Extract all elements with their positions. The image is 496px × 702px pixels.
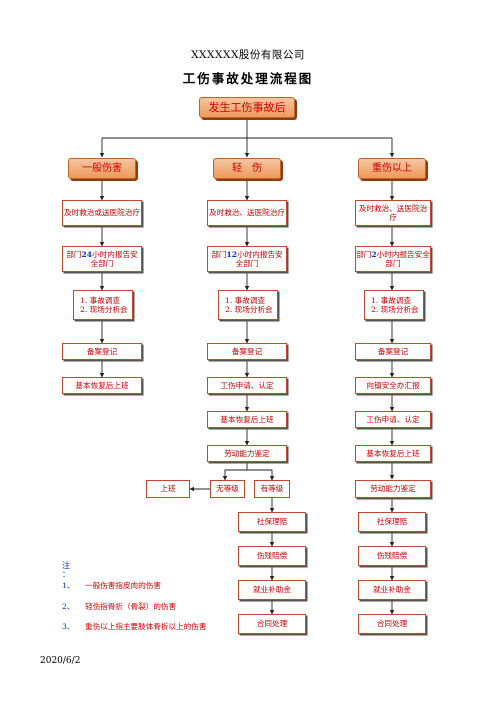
document-date: 2020/6/2	[40, 656, 81, 666]
category-serious-injury: 重伤以上	[358, 158, 426, 179]
col2-return-work-box: 基本恢复后上班	[207, 411, 287, 428]
category-minor-injury: 轻 伤	[213, 158, 281, 179]
col1-treatment-box: 及时救治或送医院治疗	[62, 200, 142, 226]
col2-employment-subsidy-box: 就业补助金	[238, 580, 306, 600]
col1-report-box: 部门24小时内报告安全部门	[62, 246, 142, 272]
col3-report-box: 部门2小时内报告安全部门	[355, 246, 431, 272]
col3-disability-compensation-box: 伤残赔偿	[358, 546, 426, 566]
category-general-injury: 一般伤害	[68, 158, 136, 179]
col2-graded-box: 有等级	[254, 480, 290, 498]
col3-treatment-box: 及时救治、送医院治疗	[355, 200, 431, 226]
col2-treatment-box: 及时救治、送医院治疗	[207, 200, 287, 226]
notes-title: 注：	[62, 561, 70, 579]
col1-record-box: 备案登记	[62, 343, 142, 360]
col1-return-work-box: 基本恢复后上班	[62, 377, 142, 394]
col2-record-box: 备案登记	[207, 343, 287, 360]
col2-ability-assessment-box: 劳动能力鉴定	[207, 445, 287, 462]
accident-start-node: 发生工伤事故后	[199, 97, 295, 118]
note-item-3: 3、重伤以上指主要肢体骨折以上的伤害	[62, 622, 207, 631]
col3-employment-subsidy-box: 就业补助金	[358, 580, 426, 600]
col3-town-report-box: 向镇安全办汇报	[355, 377, 431, 394]
col3-social-insurance-box: 社保理赔	[358, 512, 426, 532]
col2-social-insurance-box: 社保理赔	[238, 512, 306, 532]
note-item-1: 1、一般伤害指皮肉的伤害	[62, 581, 161, 590]
col2-back-to-work-box: 上班	[146, 480, 190, 498]
col2-report-box: 部门12小时内报告安全部门	[207, 246, 287, 272]
col3-return-work-box: 基本恢复后上班	[355, 445, 431, 462]
page-title: 工伤事故处理流程图	[182, 71, 314, 86]
col3-ability-assessment-box: 劳动能力鉴定	[355, 480, 431, 498]
col2-disability-compensation-box: 伤残赔偿	[238, 546, 306, 566]
col3-record-box: 备案登记	[355, 343, 431, 360]
company-name: XXXXXX股份有限公司	[191, 49, 305, 61]
col3-injury-claim-box: 工伤申请、认定	[355, 411, 431, 428]
col2-contract-handling-box: 合同处理	[238, 614, 306, 634]
note-item-2: 2、轻伤指骨折（骨裂）的伤害	[62, 602, 177, 611]
col3-contract-handling-box: 合同处理	[358, 614, 426, 634]
col2-injury-claim-box: 工伤申请、认定	[207, 377, 287, 394]
col2-no-grade-box: 无等级	[210, 480, 245, 498]
